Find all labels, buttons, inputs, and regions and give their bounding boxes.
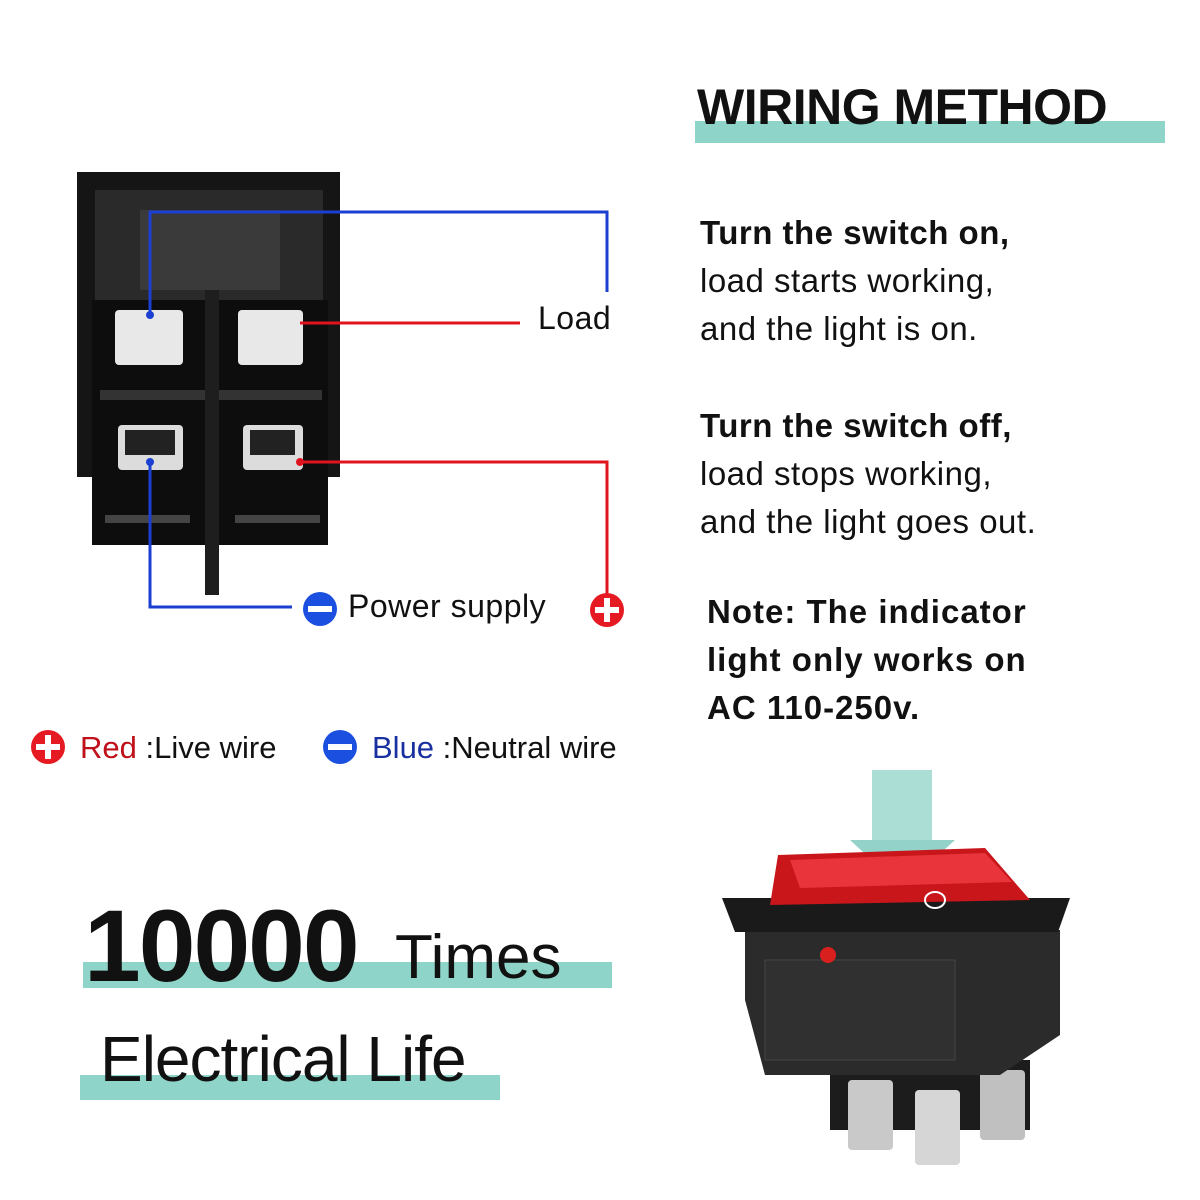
life-unit: Times (395, 923, 562, 992)
blue-supply-wire (148, 462, 292, 609)
times-underline (83, 962, 612, 988)
switch-back-view (77, 172, 340, 595)
legend-live: Red :Live wire (80, 730, 276, 766)
blue-load-wire (148, 210, 609, 315)
terminal-top-right (238, 310, 303, 365)
title-underline (695, 121, 1165, 143)
terminal-top-left (115, 310, 183, 365)
note-line1: Note: The indicator (707, 593, 1027, 630)
switch-off-line3: and the light goes out. (700, 503, 1037, 540)
switch-off-description: Turn the switch off, load stops working,… (700, 402, 1036, 546)
note-line3: AC 110-250v. (707, 689, 921, 726)
legend-live-desc: :Live wire (145, 730, 277, 765)
legend-minus-icon (323, 730, 357, 764)
plus-icon (590, 593, 624, 627)
minus-icon (303, 592, 337, 626)
legend-plus-icon (31, 730, 65, 764)
load-label: Load (538, 300, 612, 336)
rocker-switch-photo (722, 848, 1070, 1165)
switch-on-line2: load starts working, (700, 262, 995, 299)
switch-off-line2: load stops working, (700, 455, 992, 492)
switch-on-line3: and the light is on. (700, 310, 978, 347)
legend-neutral-desc: :Neutral wire (442, 730, 617, 765)
red-supply-wire (300, 460, 609, 595)
life-count: 10000 (84, 889, 360, 1003)
page-title: WIRING METHOD (697, 79, 1108, 135)
legend-red-label: Red (80, 730, 137, 765)
note-line2: light only works on (707, 641, 1027, 678)
indicator-note: Note: The indicator light only works on … (707, 588, 1027, 732)
switch-on-heading: Turn the switch on, (700, 214, 1010, 251)
life-label: Electrical Life (100, 1023, 467, 1095)
legend-blue-label: Blue (372, 730, 435, 765)
life-underline (80, 1075, 500, 1100)
power-supply-label: Power supply (348, 588, 547, 624)
switch-on-description: Turn the switch on, load starts working,… (700, 209, 1010, 353)
legend-neutral: Blue :Neutral wire (372, 730, 617, 766)
switch-off-heading: Turn the switch off, (700, 407, 1012, 444)
